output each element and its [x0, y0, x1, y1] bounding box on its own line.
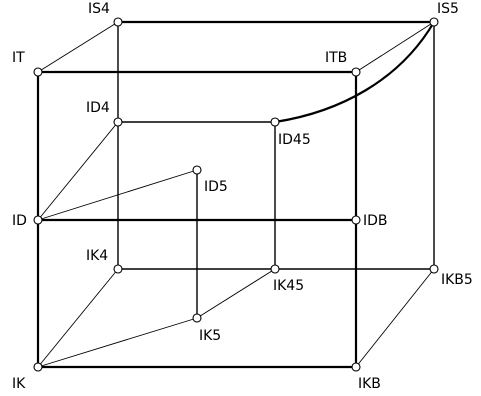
labels: IS4 IS5 IT ITB ID4 ID45 ID5 ID IDB IK4 I…: [12, 1, 473, 392]
label-IDB: IDB: [363, 213, 388, 229]
label-ID: ID: [12, 213, 27, 229]
label-ID4: ID4: [86, 100, 110, 116]
label-IK5: IK5: [199, 328, 221, 344]
label-IK45: IK45: [273, 278, 304, 294]
edge-IKB5-IKB: [355, 268, 435, 368]
edges: [36, 20, 435, 369]
node-IDB: [351, 215, 361, 225]
node-ID: [33, 215, 43, 225]
node-ID4: [113, 117, 123, 127]
node-IK4: [113, 264, 123, 274]
node-IKB5: [429, 264, 439, 274]
label-IKB: IKB: [358, 376, 381, 392]
label-IKB5: IKB5: [441, 272, 473, 288]
node-IS4: [113, 17, 123, 27]
node-IK: [33, 362, 43, 372]
label-IK4: IK4: [86, 248, 108, 264]
edge-ID5-ID: [37, 169, 198, 221]
edge-ID45-IS5: [274, 21, 435, 124]
edge-IS4-IT: [37, 21, 119, 73]
label-IK: IK: [12, 376, 26, 392]
edge-IS5-ITB: [355, 21, 435, 73]
edge-IK5-IK: [37, 317, 198, 368]
label-IS5: IS5: [437, 1, 459, 17]
node-ID45: [270, 117, 280, 127]
edge-IK45-IK5: [196, 268, 276, 319]
nodes: [33, 17, 439, 372]
node-IK45: [270, 264, 280, 274]
label-IT: IT: [12, 50, 25, 66]
node-ITB: [351, 67, 361, 77]
label-ID5: ID5: [204, 179, 228, 195]
node-IKB: [351, 362, 361, 372]
edge-IK4-IK: [37, 268, 119, 368]
node-IK5: [192, 313, 202, 323]
node-IS5: [429, 17, 439, 27]
node-IT: [33, 67, 43, 77]
node-ID5: [192, 165, 202, 175]
edge-ID4-ID: [37, 121, 119, 221]
label-IS4: IS4: [88, 1, 110, 17]
label-ITB: ITB: [325, 50, 347, 66]
label-ID45: ID45: [278, 132, 311, 148]
